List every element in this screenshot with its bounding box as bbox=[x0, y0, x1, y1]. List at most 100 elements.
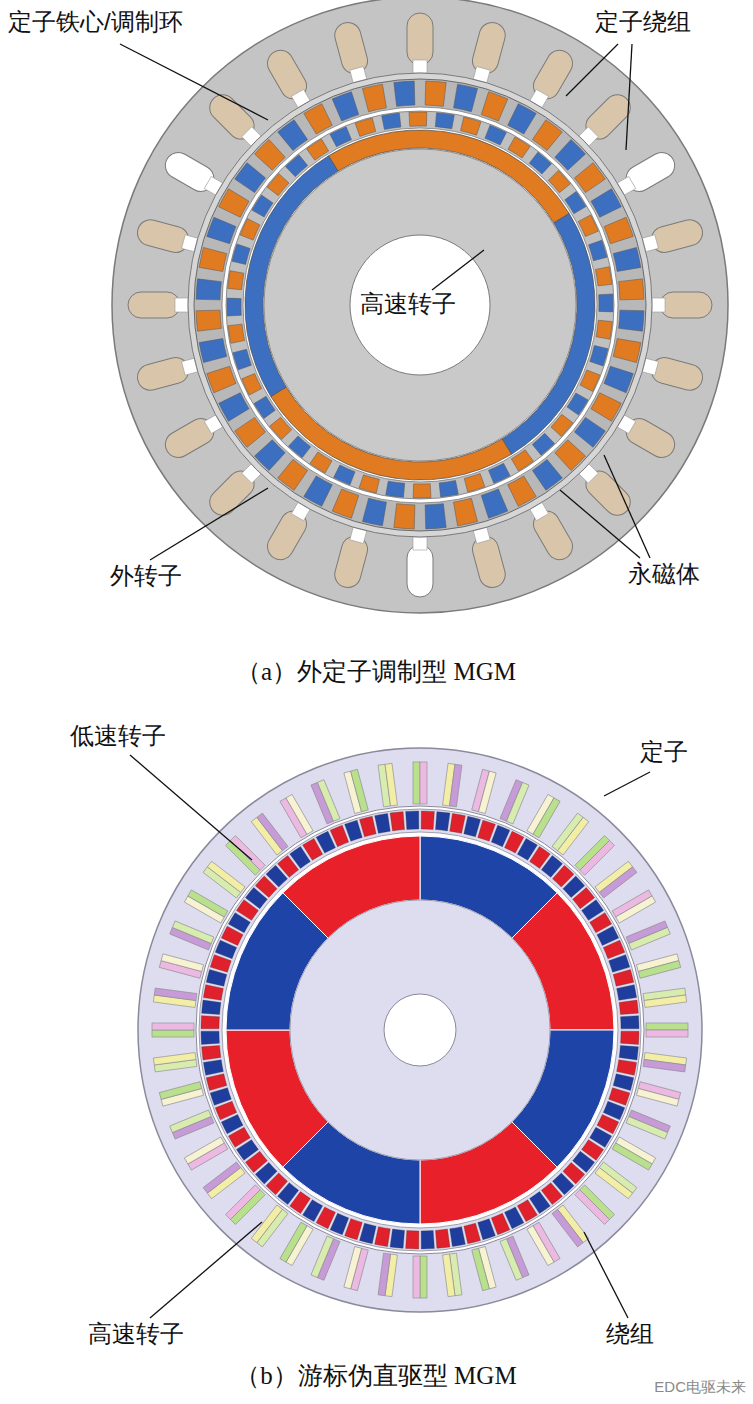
permanent-magnet bbox=[450, 813, 466, 833]
permanent-magnet bbox=[617, 1060, 637, 1076]
hs-magnets bbox=[226, 836, 614, 1224]
winding-coil bbox=[257, 813, 288, 851]
leader-line bbox=[626, 44, 632, 150]
leader-line bbox=[560, 490, 640, 558]
winding-coil bbox=[378, 1253, 390, 1296]
part-label: 定子铁心/调制环 bbox=[8, 8, 183, 36]
leader-line bbox=[584, 1232, 628, 1318]
permanent-magnet bbox=[621, 1016, 639, 1029]
permanent-magnet bbox=[207, 217, 236, 244]
leader-line bbox=[566, 44, 618, 96]
winding-coil bbox=[580, 840, 615, 875]
permanent-magnet bbox=[613, 970, 634, 987]
stator bbox=[138, 748, 702, 1312]
winding-coil bbox=[251, 1205, 282, 1243]
permanent-magnet bbox=[421, 811, 434, 829]
permanent-magnet bbox=[425, 504, 446, 529]
slot-opening bbox=[413, 537, 427, 550]
permanent-magnet bbox=[375, 1227, 391, 1247]
winding-coil bbox=[385, 763, 397, 806]
permanent-magnet bbox=[394, 504, 415, 529]
permanent-magnet bbox=[464, 1223, 481, 1244]
winding-coil bbox=[472, 1248, 490, 1290]
permanent-magnet bbox=[210, 1088, 231, 1106]
slot-opening bbox=[175, 298, 188, 312]
permanent-magnet bbox=[435, 812, 449, 831]
winding-coil bbox=[170, 1110, 211, 1133]
permanent-magnet bbox=[201, 1031, 219, 1044]
permanent-magnet bbox=[202, 1000, 221, 1014]
mgm-a bbox=[112, 0, 728, 613]
stator-winding bbox=[135, 217, 192, 256]
winding-coil bbox=[575, 1190, 610, 1225]
permanent-magnet bbox=[207, 366, 236, 393]
permanent-magnet bbox=[454, 84, 478, 112]
permanent-magnet bbox=[359, 475, 379, 493]
inner-gap bbox=[222, 832, 618, 1228]
hs-rotor-magnets bbox=[245, 130, 595, 480]
winding-coil bbox=[413, 762, 420, 804]
permanent-magnet bbox=[461, 117, 481, 135]
leader-line bbox=[604, 772, 650, 796]
winding-coil bbox=[616, 896, 656, 923]
permanent-magnet bbox=[199, 339, 227, 363]
permanent-magnet bbox=[464, 474, 485, 492]
permanent-magnet bbox=[203, 1060, 223, 1076]
permanent-magnet bbox=[232, 244, 250, 264]
permanent-magnet bbox=[196, 310, 221, 331]
permanent-magnet bbox=[201, 1016, 219, 1029]
winding-coil bbox=[478, 771, 496, 813]
permanent-magnet bbox=[603, 940, 624, 959]
permanent-magnet bbox=[233, 349, 251, 370]
permanent-magnet bbox=[406, 1231, 419, 1249]
modulation-layer bbox=[226, 111, 614, 499]
permanent-magnet bbox=[362, 498, 386, 526]
permanent-magnet bbox=[604, 366, 633, 393]
permanent-magnet bbox=[394, 81, 415, 106]
permanent-magnet bbox=[596, 320, 612, 339]
winding-coil bbox=[152, 1023, 194, 1030]
permanent-magnet bbox=[202, 1045, 221, 1059]
permanent-magnet bbox=[617, 985, 637, 1001]
permanent-magnet bbox=[621, 1031, 639, 1044]
permanent-magnet bbox=[390, 812, 404, 831]
shaft-hole bbox=[384, 994, 456, 1066]
permanent-magnet bbox=[215, 1101, 236, 1120]
stator-winding bbox=[470, 20, 509, 77]
winding-coil bbox=[629, 927, 670, 950]
mgm-b bbox=[138, 748, 702, 1312]
permanent-magnet bbox=[599, 294, 613, 312]
permanent-magnet bbox=[481, 92, 508, 121]
leader-line bbox=[130, 755, 252, 860]
permanent-magnet bbox=[609, 955, 630, 973]
permanent-magnet bbox=[206, 1074, 227, 1091]
permanent-magnet bbox=[491, 1213, 510, 1234]
winding-coil bbox=[638, 961, 680, 979]
stator-winding bbox=[128, 292, 180, 318]
permanent-magnet bbox=[454, 498, 478, 526]
permanent-magnet bbox=[619, 1045, 638, 1059]
stator-winding bbox=[660, 292, 712, 318]
ls-magnets bbox=[201, 811, 639, 1249]
winding-coil bbox=[153, 1053, 196, 1065]
winding-coil bbox=[152, 1030, 194, 1037]
permanent-magnet bbox=[595, 267, 611, 286]
permanent-magnet bbox=[590, 346, 608, 366]
empty-slot bbox=[407, 545, 433, 597]
permanent-magnet bbox=[613, 247, 641, 271]
winding-coil bbox=[161, 954, 203, 972]
winding-coil bbox=[188, 890, 228, 917]
slot-opening bbox=[413, 60, 427, 73]
winding-coil bbox=[599, 867, 637, 898]
permanent-magnet bbox=[360, 816, 377, 837]
part-label: 定子绕组 bbox=[595, 8, 691, 36]
winding-coil bbox=[154, 988, 197, 1000]
permanent-magnet bbox=[435, 1229, 449, 1248]
inner-magnets bbox=[227, 112, 613, 498]
leader-line bbox=[150, 1222, 262, 1318]
permanent-magnet bbox=[375, 813, 391, 833]
permanent-magnet bbox=[409, 112, 427, 126]
outer-rotor bbox=[194, 79, 646, 531]
outer-magnets bbox=[196, 81, 644, 529]
winding-coil bbox=[351, 769, 369, 811]
